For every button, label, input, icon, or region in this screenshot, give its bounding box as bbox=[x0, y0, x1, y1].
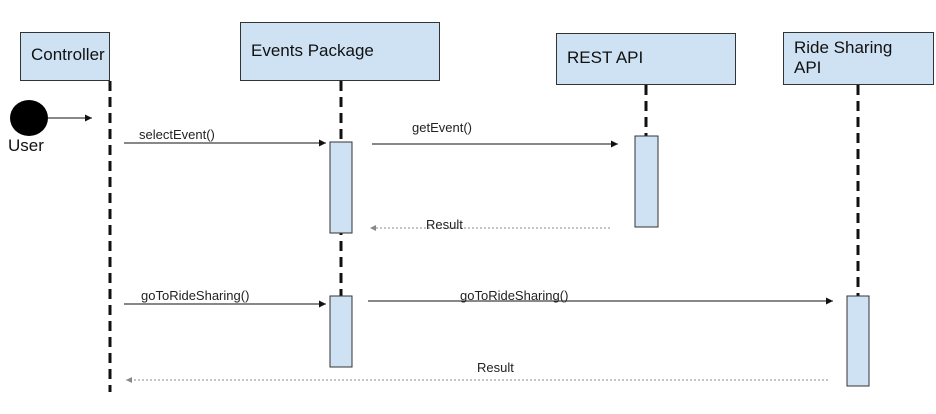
activation-rest-api bbox=[634, 135, 659, 228]
message-result-1-label: Result bbox=[426, 217, 463, 232]
participant-ride-sharing-api: Ride Sharing API bbox=[783, 32, 934, 85]
message-go-ride-1-label: goToRideSharing() bbox=[141, 288, 249, 303]
actor-user-label: User bbox=[8, 136, 44, 156]
participant-label: Controller bbox=[31, 45, 105, 64]
message-go-ride-2-label: goToRideSharing() bbox=[460, 288, 568, 303]
participant-label: Events Package bbox=[251, 41, 374, 60]
activation-events-2 bbox=[329, 295, 353, 368]
participant-rest-api: REST API bbox=[556, 33, 736, 85]
message-result-2-label: Result bbox=[477, 360, 514, 375]
actor-user-icon bbox=[10, 100, 48, 136]
actor-text: User bbox=[8, 136, 44, 155]
participant-controller: Controller bbox=[20, 32, 110, 81]
activation-ride-sharing bbox=[846, 295, 870, 387]
message-get-event-label: getEvent() bbox=[412, 120, 472, 135]
participant-label: Ride Sharing API bbox=[794, 38, 893, 77]
activation-events-1 bbox=[329, 141, 353, 234]
participant-label: REST API bbox=[567, 48, 644, 67]
message-select-event-label: selectEvent() bbox=[139, 127, 215, 142]
participant-events-package: Events Package bbox=[240, 22, 440, 81]
